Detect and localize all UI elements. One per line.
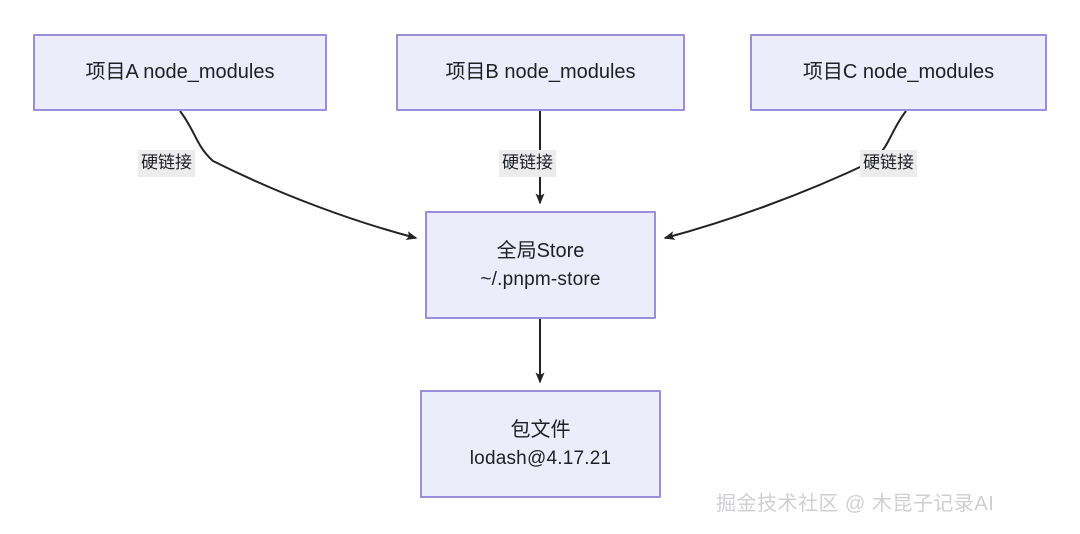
node-label-line1: 项目C node_modules — [802, 61, 995, 83]
node-package-file[interactable]: 包文件 lodash@4.17.21 — [420, 390, 661, 498]
edge-a-to-store — [179, 110, 418, 240]
edge-label-a-hardlink: 硬链接 — [138, 150, 195, 177]
node-label-line1: 包文件 — [510, 418, 571, 441]
edge-label-c-hardlink: 硬链接 — [860, 150, 917, 177]
edge-label-b-hardlink: 硬链接 — [499, 150, 556, 177]
node-label-line2: lodash@4.17.21 — [469, 447, 612, 469]
node-global-store[interactable]: 全局Store ~/.pnpm-store — [425, 211, 656, 319]
node-project-b-node-modules[interactable]: 项目B node_modules — [396, 34, 685, 111]
node-label-line1: 项目B node_modules — [445, 61, 636, 83]
node-label-line1: 全局Store — [496, 239, 585, 262]
node-project-a-node-modules[interactable]: 项目A node_modules — [33, 34, 327, 111]
node-label-line1: 项目A node_modules — [85, 61, 275, 83]
node-label-line2: ~/.pnpm-store — [480, 268, 601, 290]
watermark-text: 掘金技术社区 @ 木昆子记录AI — [716, 493, 995, 515]
node-project-c-node-modules[interactable]: 项目C node_modules — [750, 34, 1047, 111]
